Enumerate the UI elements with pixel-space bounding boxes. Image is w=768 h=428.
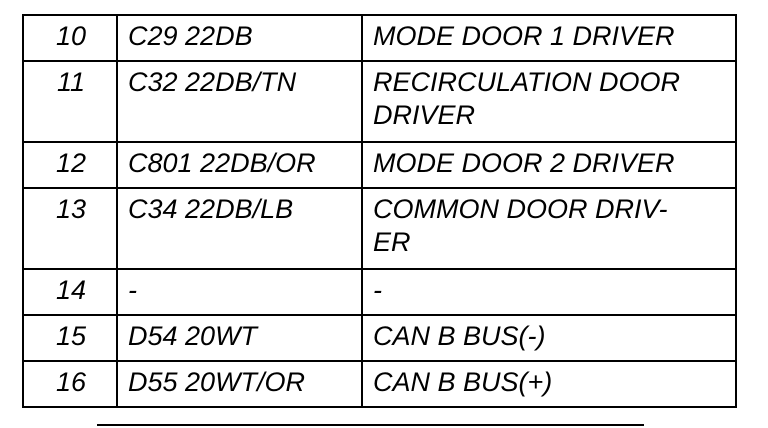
function-cell: -	[361, 268, 737, 316]
circuit-cell: C29 22DB	[116, 14, 363, 62]
pin-cell: 14	[22, 268, 118, 316]
function-cell: CAN B BUS(+)	[361, 360, 737, 408]
pin-cell: 10	[22, 14, 118, 62]
bottom-rule-line	[97, 424, 644, 426]
circuit-cell: C801 22DB/OR	[116, 141, 363, 189]
table-row: 14--	[22, 268, 737, 316]
circuit-cell: D55 20WT/OR	[116, 360, 363, 408]
pin-cell: 12	[22, 141, 118, 189]
pin-cell: 11	[22, 60, 118, 143]
function-cell: RECIRCULATION DOOR DRIVER	[361, 60, 737, 143]
circuit-cell: D54 20WT	[116, 314, 363, 362]
circuit-cell: C34 22DB/LB	[116, 187, 363, 270]
function-cell: MODE DOOR 2 DRIVER	[361, 141, 737, 189]
pin-cell: 15	[22, 314, 118, 362]
pin-cell: 16	[22, 360, 118, 408]
function-cell: COMMON DOOR DRIV- ER	[361, 187, 737, 270]
circuit-cell: C32 22DB/TN	[116, 60, 363, 143]
function-cell: MODE DOOR 1 DRIVER	[361, 14, 737, 62]
pin-cell: 13	[22, 187, 118, 270]
function-cell: CAN B BUS(-)	[361, 314, 737, 362]
circuit-cell: -	[116, 268, 363, 316]
